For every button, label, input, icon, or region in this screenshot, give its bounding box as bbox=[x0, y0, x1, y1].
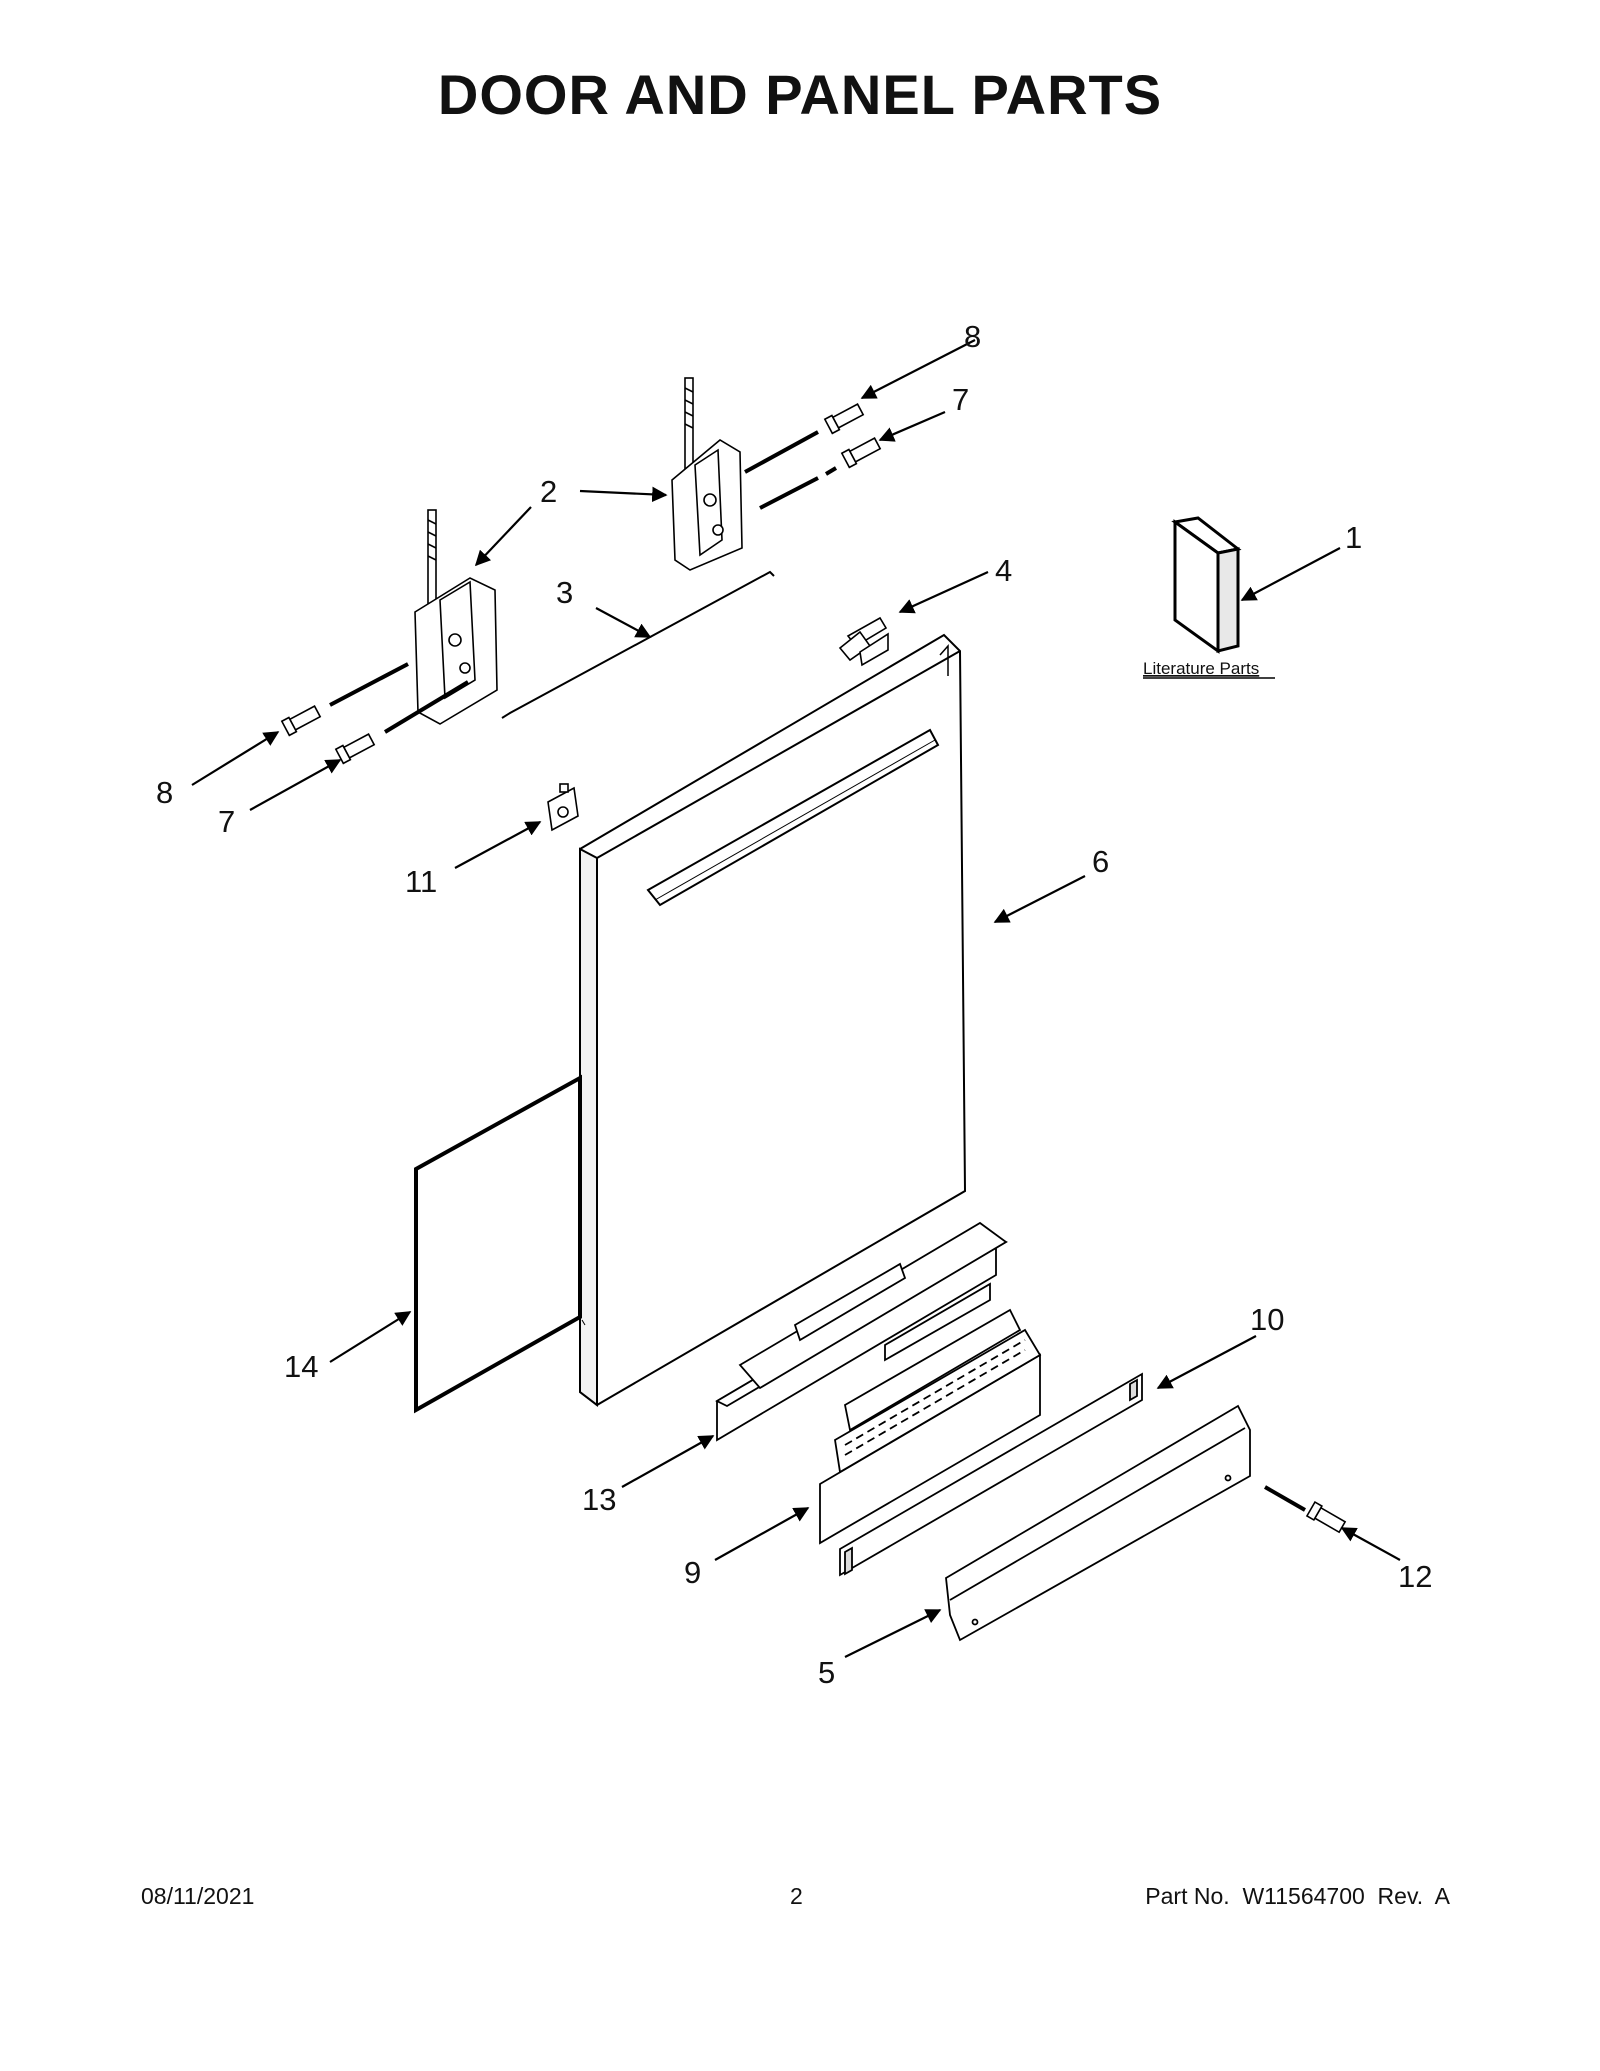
page-title: DOOR AND PANEL PARTS bbox=[437, 63, 1163, 126]
lower-spacer-block bbox=[715, 1221, 1008, 1442]
footer-page-number: 2 bbox=[790, 1883, 803, 1909]
left-door-hinge bbox=[414, 509, 498, 725]
callout-8-left: 8 bbox=[156, 775, 173, 810]
toe-kick-bracket bbox=[945, 1404, 1251, 1642]
callout-12: 12 bbox=[1398, 1559, 1432, 1594]
toe-panel-block bbox=[819, 1308, 1042, 1545]
assembly-lines bbox=[329, 430, 1306, 1512]
callout-14: 14 bbox=[284, 1349, 318, 1384]
callout-13: 13 bbox=[582, 1482, 616, 1517]
insulation-sheet bbox=[414, 1074, 582, 1414]
callout-11: 11 bbox=[405, 864, 437, 899]
door-cable-rod bbox=[501, 570, 775, 719]
footer-part-number: Part No. W11564700 Rev. A bbox=[1145, 1883, 1450, 1909]
footer-date: 08/11/2021 bbox=[141, 1883, 255, 1909]
callout-7-left: 7 bbox=[218, 804, 235, 839]
callout-1: 1 bbox=[1345, 520, 1362, 555]
callout-9: 9 bbox=[684, 1555, 701, 1590]
door-latch-switch bbox=[547, 783, 579, 832]
callout-7-top: 7 bbox=[952, 382, 969, 417]
callout-6: 6 bbox=[1092, 844, 1109, 879]
callout-10: 10 bbox=[1250, 1302, 1284, 1337]
literature-booklet bbox=[1171, 516, 1242, 654]
kick-plate-strip bbox=[839, 1372, 1143, 1577]
literature-parts-label: Literature Parts bbox=[1143, 659, 1259, 678]
hinge-screws bbox=[280, 403, 1347, 1534]
callout-2: 2 bbox=[540, 474, 557, 509]
callout-3: 3 bbox=[556, 575, 573, 610]
right-door-hinge bbox=[671, 377, 743, 571]
door-latch-strike bbox=[838, 616, 889, 667]
callout-5: 5 bbox=[818, 1655, 835, 1690]
door-outer-panel bbox=[579, 633, 967, 1408]
leader-arrows bbox=[191, 339, 1401, 1658]
callout-8-top: 8 bbox=[964, 319, 981, 354]
callout-4: 4 bbox=[995, 553, 1012, 588]
